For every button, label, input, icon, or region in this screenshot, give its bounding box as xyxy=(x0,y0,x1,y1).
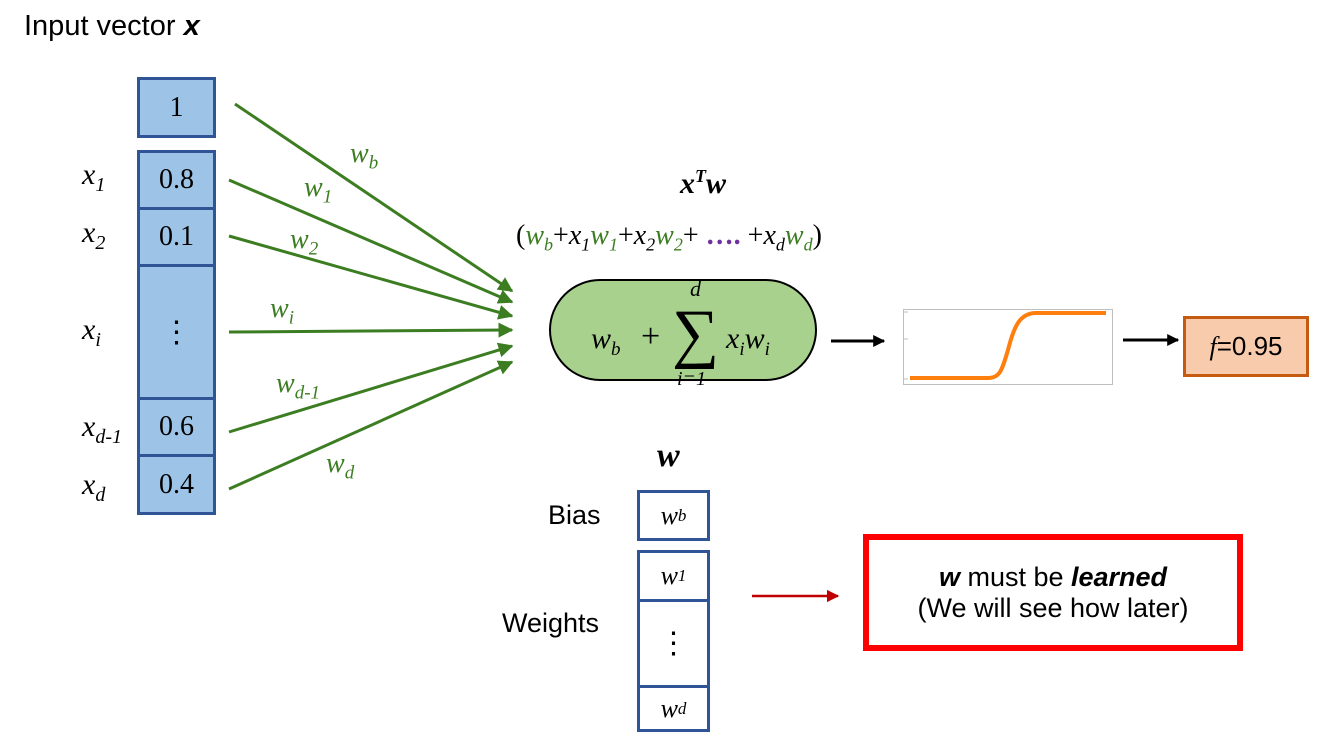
weight-arrow-1 xyxy=(228,178,514,304)
summation-node xyxy=(549,279,817,381)
sigmoid-curve-svg xyxy=(904,311,1106,380)
sigmoid-activation-plot xyxy=(903,309,1113,385)
weight-arrow-i xyxy=(228,322,514,338)
input-vector-title: Input vector x xyxy=(24,10,200,43)
weighted-sum-expansion: (wb+x1w1+x2w2+ …. +xdwd) xyxy=(516,220,822,255)
label-x1: x1 xyxy=(82,158,106,196)
input-cell-2: 0.1 xyxy=(137,207,216,267)
sigma-symbol: ∑ xyxy=(672,297,720,370)
weight-arrow-2 xyxy=(228,234,514,320)
learned-note-line2: (We will see how later) xyxy=(917,592,1189,623)
weight-label-d: wd xyxy=(326,448,355,484)
sigmoid-curve xyxy=(910,311,1106,380)
dot-product-title: xTw xyxy=(680,166,727,200)
sum-upper-limit: d xyxy=(690,276,701,301)
weight-arrow-d1 xyxy=(228,342,514,434)
input-cell-d-1: 0.6 xyxy=(137,397,216,457)
weight-label-i: wi xyxy=(270,293,294,329)
sum-formula-plus: + xyxy=(641,318,661,355)
weight-label-2: w2 xyxy=(290,224,319,260)
input-bias-cell: 1 xyxy=(137,77,216,138)
sum-lower-limit: i=1 xyxy=(677,368,707,390)
input-cell-1: 0.8 xyxy=(137,150,216,210)
label-xd: xd xyxy=(82,468,106,506)
input-vector-title-var: x xyxy=(183,10,200,42)
w-cell-ellipsis: ⋮ xyxy=(637,599,710,688)
weight-label-1: w1 xyxy=(304,172,333,208)
weight-arrow-b xyxy=(234,102,514,293)
weights-label: Weights xyxy=(502,608,600,638)
label-xi: xi xyxy=(82,313,101,351)
label-x2: x2 xyxy=(82,216,106,254)
weight-label-d-1: wd-1 xyxy=(276,368,321,404)
label-xd-1: xd-1 xyxy=(82,410,122,448)
weight-arrow-d xyxy=(228,360,514,491)
output-box: f=0.95 xyxy=(1183,316,1309,377)
learned-note-box: w must be learned (We will see how later… xyxy=(863,534,1243,651)
output-value: =0.95 xyxy=(1216,331,1283,361)
output-var: f xyxy=(1209,331,1217,361)
learned-note-line1: w must be learned xyxy=(938,561,1168,592)
sum-term: xiwi xyxy=(726,322,770,360)
bias-label: Bias xyxy=(548,500,601,530)
weight-label-b: wb xyxy=(350,138,379,174)
input-vector-title-text: Input vector xyxy=(24,10,176,42)
sum-formula-wb: wb xyxy=(591,322,621,360)
input-cell-d: 0.4 xyxy=(137,454,216,515)
weight-vector-title: w xyxy=(657,437,680,474)
input-cell-ellipsis: ⋮ xyxy=(137,264,216,400)
